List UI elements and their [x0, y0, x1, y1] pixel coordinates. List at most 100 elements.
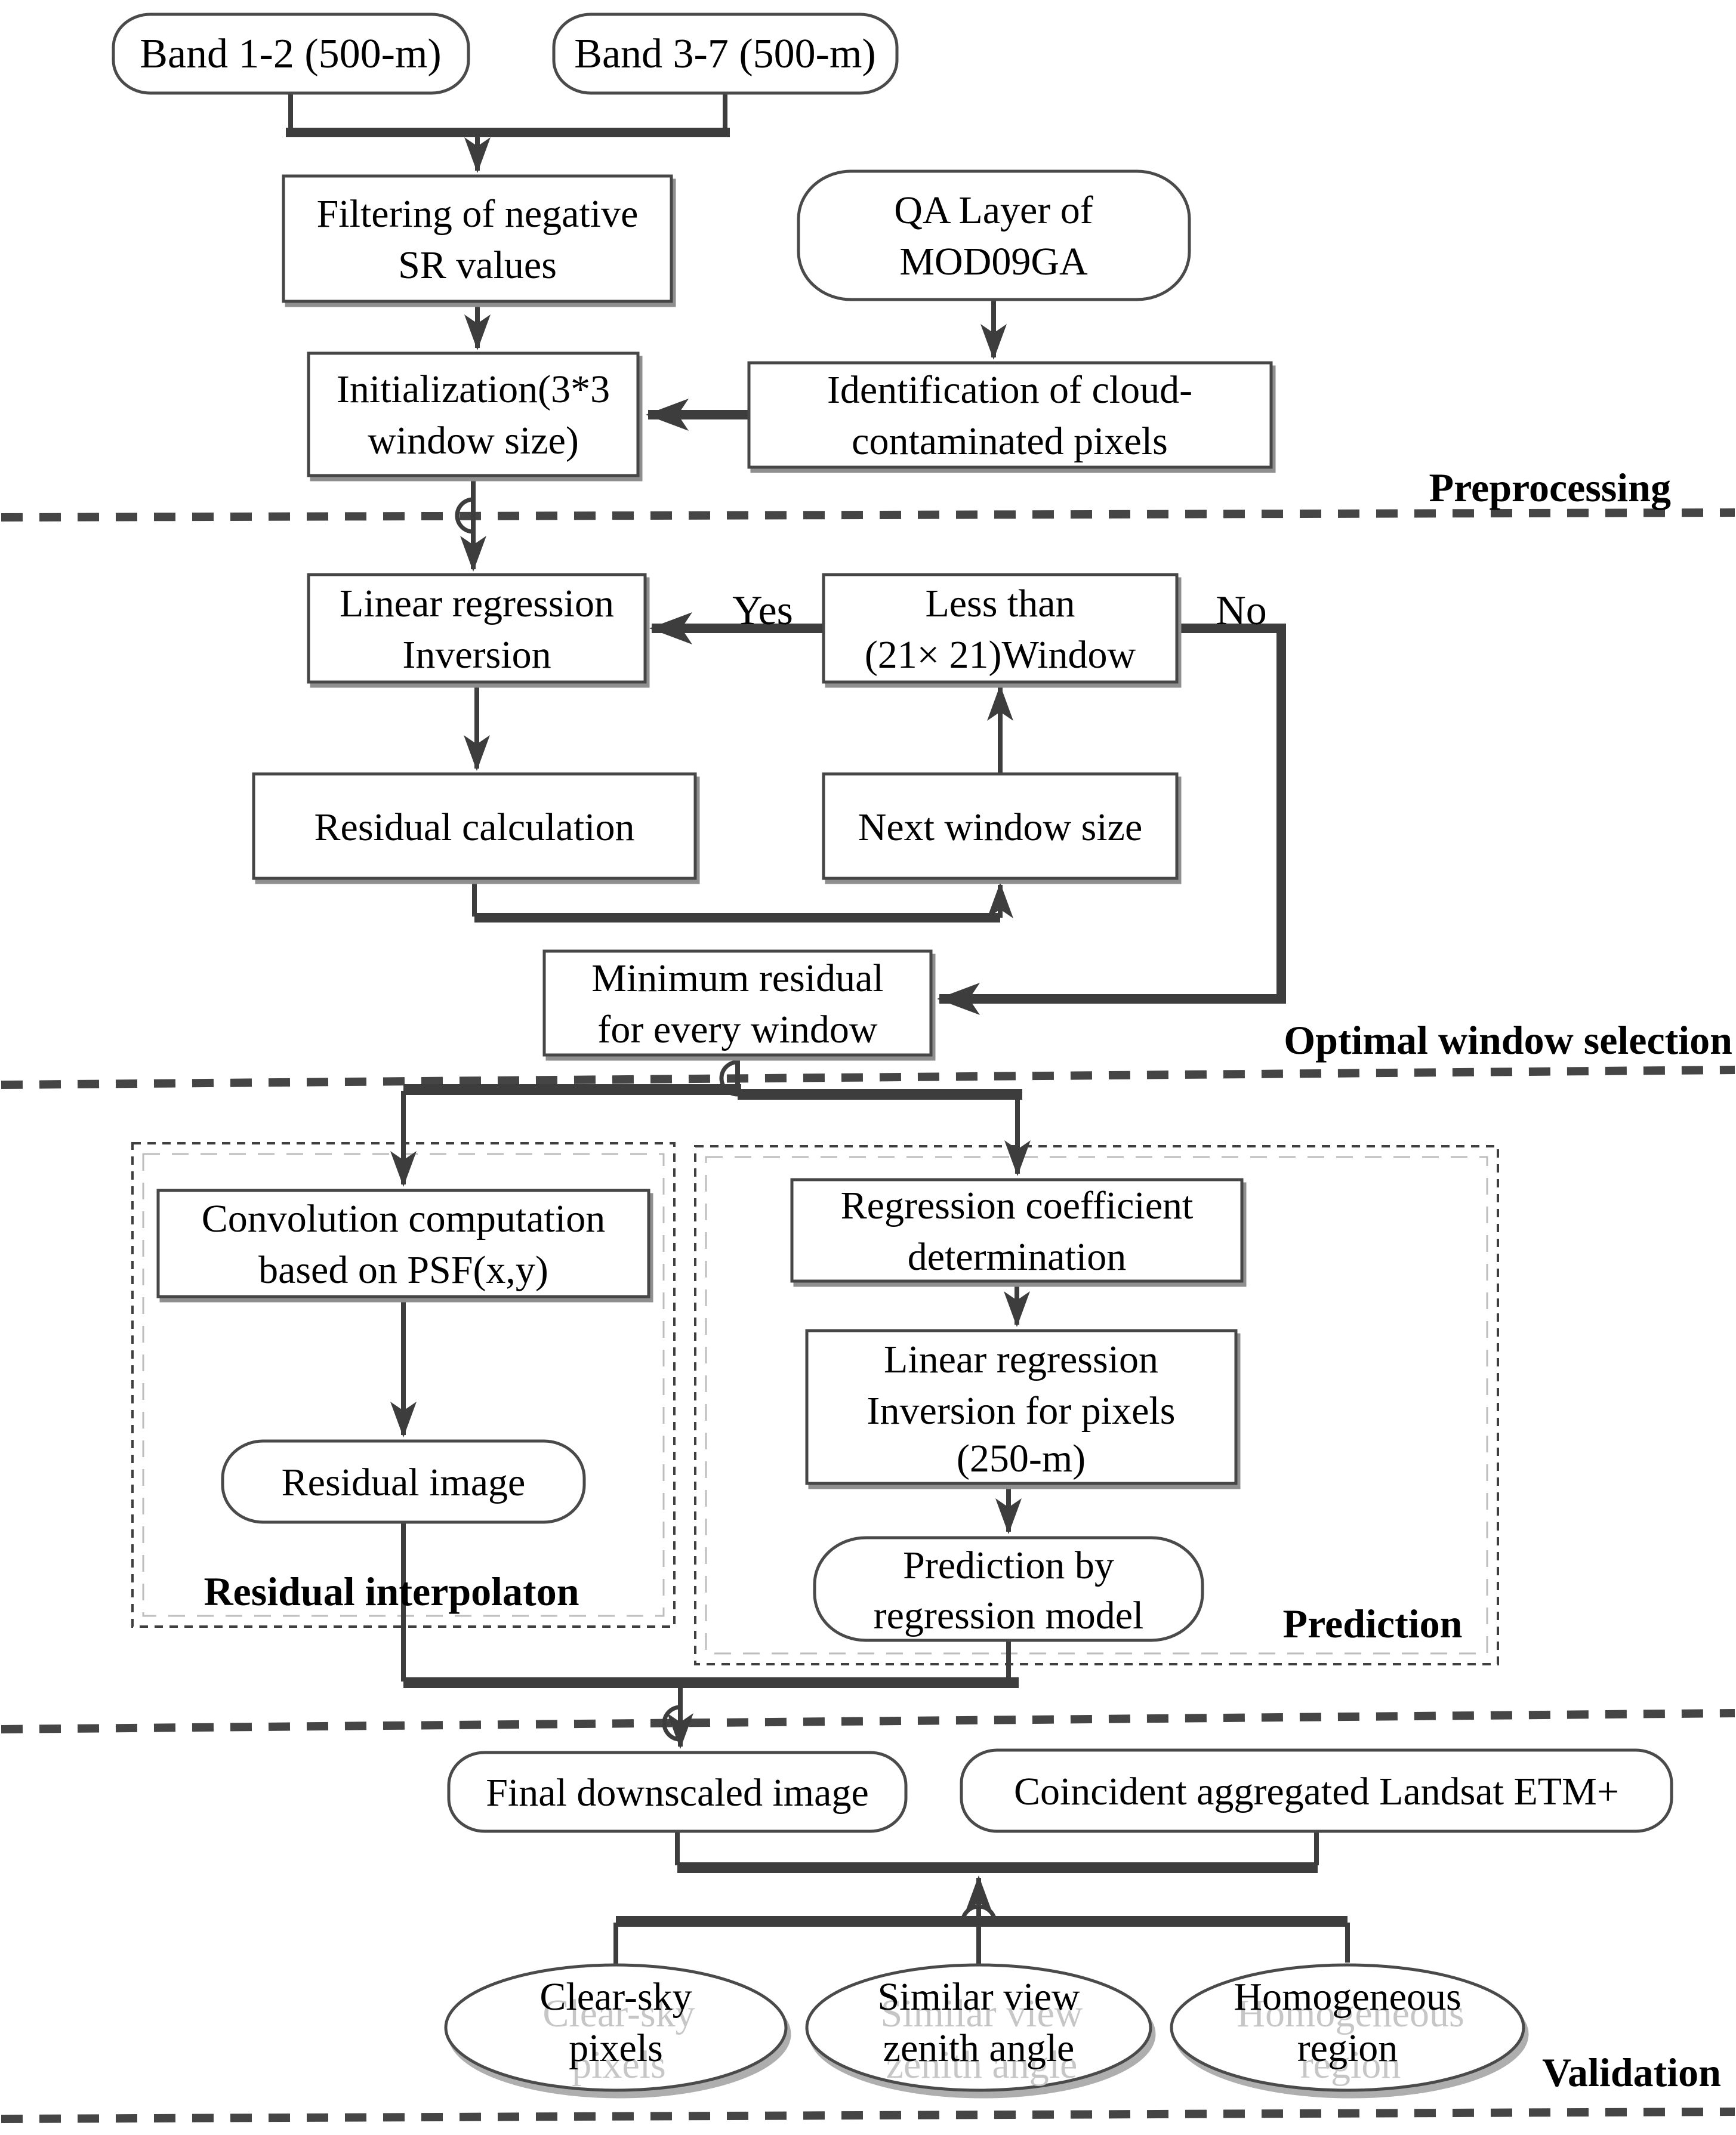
homogeneous-label-line1: Homogeneous: [1234, 1975, 1461, 2019]
separator-optimal-window: [1, 1066, 1735, 1089]
separator-preprocessing: [1, 508, 1735, 522]
final-image-shape: [447, 1751, 908, 1833]
node-initialization: Initialization(3*3 window size): [307, 351, 640, 477]
prediction-model-label-line1: Prediction by: [903, 1544, 1114, 1587]
similar-view-label-line2: zenith angle: [883, 2026, 1075, 2070]
identification-shape: [747, 361, 1273, 469]
final-image-label: Final downscaled image: [486, 1771, 869, 1815]
node-band37: Band 3-7 (500-m): [552, 13, 899, 95]
less-than-shape: [822, 573, 1179, 684]
less-than-label-line2: (21× 21)Window: [865, 633, 1136, 677]
prediction-container-outer-border: [694, 1145, 1499, 1665]
initialization-shape: [307, 351, 640, 477]
edge-label-no: No: [1216, 588, 1267, 634]
linreg-pixels-label-line3: (250-m): [957, 1437, 1086, 1480]
node-min-residual: Minimum residual for every window: [542, 949, 933, 1057]
node-linreg-pixels: Linear regression Inversion for pixels (…: [805, 1329, 1238, 1485]
arrow-no-to-min-residual: [937, 624, 1286, 1015]
residual-image-label: Residual image: [282, 1461, 526, 1504]
similar-view-text: Similar view zenith angle: [877, 1975, 1080, 2070]
linear-regression-label-line1: Linear regression: [340, 582, 614, 625]
reg-coeff-label-line1: Regression coefficient: [841, 1184, 1194, 1227]
min-residual-shape: [542, 949, 933, 1057]
separator-validation: [1, 2108, 1735, 2123]
filtering-label-line1: Filtering of negative: [317, 192, 639, 236]
connectors: [286, 93, 1350, 1965]
residual-calc-label: Residual calculation: [314, 806, 635, 849]
node-linear-regression: Linear regression Inversion: [307, 573, 647, 684]
section-label-validation: Validation: [1542, 2050, 1721, 2095]
min-residual-label-line1: Minimum residual: [591, 957, 883, 1000]
reg-coeff-label-line2: determination: [908, 1235, 1127, 1279]
node-reg-coeff: Regression coefficient determination: [790, 1178, 1244, 1283]
node-less-than: Less than (21× 21)Window: [822, 573, 1179, 684]
homogeneous-label-line2: region: [1297, 2026, 1398, 2070]
section-label-residual-interpolation: Residual interpolaton: [203, 1569, 579, 1614]
node-residual-calc: Residual calculation: [252, 772, 697, 880]
prediction-container: [694, 1145, 1499, 1665]
clear-sky-text: Clear-sky pixels: [539, 1975, 692, 2070]
band12-shape: [112, 13, 470, 95]
convolution-label-line2: based on PSF(x,y): [258, 1248, 548, 1292]
initialization-label-line1: Initialization(3*3: [337, 368, 610, 411]
prediction-model-label-line2: regression model: [874, 1594, 1144, 1637]
homogeneous-shape: [1170, 1963, 1525, 2092]
next-window-shape: [822, 772, 1179, 880]
identification-label-line1: Identification of cloud-: [827, 368, 1192, 412]
filtering-shape: [282, 174, 673, 303]
node-residual-image: Residual image: [221, 1439, 586, 1524]
initialization-label-line2: window size): [368, 419, 579, 462]
linear-regression-shape: [307, 573, 647, 684]
line-hop-1: [455, 497, 474, 534]
node-similar-view: Similar view zenith angle: [805, 1963, 1152, 2092]
section-separators: [1, 508, 1735, 2123]
section-label-preprocessing: Preprocessing: [1429, 465, 1671, 510]
linear-regression-label-line2: Inversion: [402, 633, 551, 677]
node-convolution: Convolution computation based on PSF(x,y…: [156, 1189, 650, 1298]
clear-sky-shape: [444, 1963, 788, 2092]
linreg-pixels-shape: [805, 1329, 1238, 1485]
separator-interpolation-prediction: [1, 1709, 1735, 1733]
convolution-shape: [156, 1189, 650, 1298]
less-than-label-line1: Less than: [925, 582, 1075, 625]
homogeneous-text: Homogeneous region: [1234, 1975, 1461, 2070]
clear-sky-label-line2: pixels: [569, 2026, 663, 2070]
similar-view-shape: [805, 1963, 1152, 2092]
band37-shape: [552, 13, 899, 95]
filtering-label-line2: SR values: [398, 243, 557, 287]
linreg-pixels-label-line1: Linear regression: [884, 1338, 1158, 1381]
prediction-container-inner-border: [705, 1156, 1488, 1655]
residual-image-shape: [221, 1439, 586, 1524]
node-band12: Band 1-2 (500-m): [112, 13, 470, 95]
node-final-image: Final downscaled image: [447, 1751, 908, 1833]
qa-layer-shape: [797, 169, 1191, 301]
clear-sky-label-line1: Clear-sky: [539, 1975, 692, 2019]
landsat-label: Coincident aggregated Landsat ETM+: [1014, 1770, 1619, 1813]
node-identification: Identification of cloud- contaminated pi…: [747, 361, 1273, 469]
reg-coeff-shape: [790, 1178, 1244, 1283]
edge-label-yes: Yes: [732, 588, 793, 634]
node-clear-sky: Clear-sky pixels: [444, 1963, 788, 2092]
section-label-prediction: Prediction: [1283, 1601, 1463, 1646]
identification-label-line2: contaminated pixels: [852, 419, 1168, 463]
prediction-model-shape: [813, 1536, 1204, 1642]
min-residual-label-line2: for every window: [597, 1008, 878, 1051]
convolution-label-line1: Convolution computation: [202, 1197, 605, 1241]
node-landsat: Coincident aggregated Landsat ETM+: [960, 1748, 1673, 1833]
node-next-window: Next window size: [822, 772, 1179, 880]
section-label-optimal-window: Optimal window selection: [1284, 1017, 1732, 1063]
node-filtering: Filtering of negative SR values: [282, 174, 673, 303]
residual-calc-shape: [252, 772, 697, 880]
node-homogeneous: Homogeneous region: [1170, 1963, 1525, 2092]
qa-layer-label-line2: MOD09GA: [899, 240, 1088, 283]
linreg-pixels-label-line2: Inversion for pixels: [867, 1389, 1176, 1433]
node-qa-layer: QA Layer of MOD09GA: [797, 169, 1191, 301]
line-hop-3: [662, 1705, 681, 1742]
next-window-label: Next window size: [858, 806, 1143, 849]
qa-layer-label-line1: QA Layer of: [894, 189, 1093, 232]
band37-label: Band 3-7 (500-m): [574, 31, 875, 77]
band12-label: Band 1-2 (500-m): [140, 31, 441, 77]
similar-view-label-line1: Similar view: [877, 1975, 1080, 2019]
